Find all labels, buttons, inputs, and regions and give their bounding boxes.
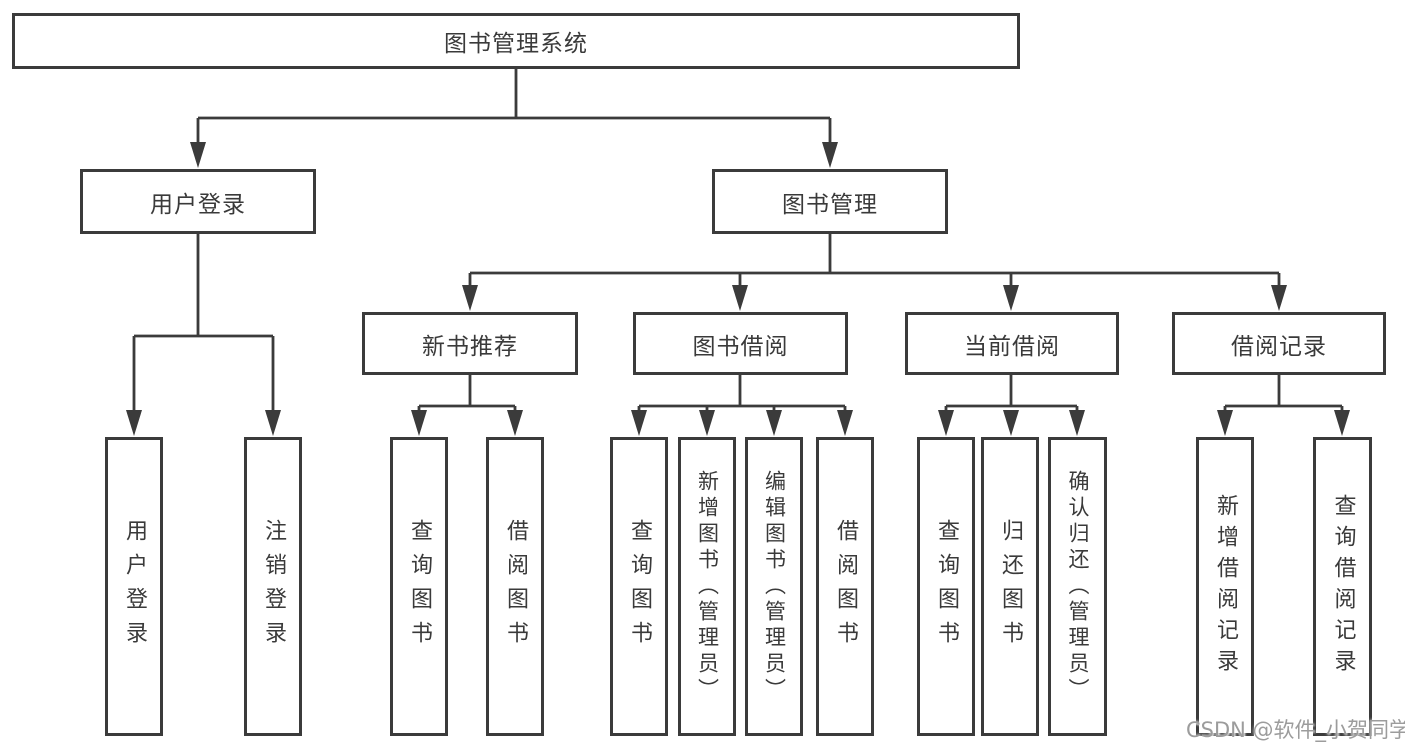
leaf-borrow-book-2: 借阅图书	[816, 437, 874, 736]
leaf-query-borrow-record: 查询借阅记录	[1313, 437, 1372, 736]
node-current-borrow-label: 当前借阅	[964, 333, 1060, 360]
connector-book-mgmt-children	[462, 234, 1287, 311]
connector-root-to-level2	[190, 69, 838, 168]
leaf-query-book-3-label: 查询图书	[934, 518, 959, 655]
connector-user-login-children	[126, 234, 281, 436]
leaf-logout: 注销登录	[244, 437, 302, 736]
leaf-confirm-return-admin: 确认归还（管理员）	[1048, 437, 1107, 736]
node-root-system: 图书管理系统	[12, 13, 1020, 69]
leaf-user-login-label: 用户登录	[122, 518, 147, 655]
leaf-query-book-1-label: 查询图书	[407, 518, 432, 655]
leaf-query-borrow-record-label: 查询借阅记录	[1330, 493, 1356, 680]
connector-book-borrow-children	[631, 375, 853, 436]
leaf-return-book: 归还图书	[981, 437, 1039, 736]
node-new-book-rec: 新书推荐	[362, 312, 578, 375]
node-book-borrow-label: 图书借阅	[692, 333, 789, 360]
node-book-borrow: 图书借阅	[633, 312, 848, 375]
csdn-watermark: CSDN @软件_小贺同学	[1186, 718, 1405, 742]
node-user-login-label: 用户登录	[150, 191, 246, 218]
leaf-add-borrow-record: 新增借阅记录	[1196, 437, 1254, 736]
leaf-add-book-admin-label: 新增图书（管理员）	[695, 469, 720, 704]
node-root-label: 图书管理系统	[444, 31, 588, 57]
leaf-add-book-admin: 新增图书（管理员）	[678, 437, 736, 736]
node-book-mgmt: 图书管理	[712, 169, 948, 234]
leaf-edit-book-admin: 编辑图书（管理员）	[745, 437, 803, 736]
node-borrow-record: 借阅记录	[1172, 312, 1386, 375]
leaf-user-login: 用户登录	[105, 437, 163, 736]
connector-new-book-rec-children	[411, 375, 523, 436]
leaf-query-book-2: 查询图书	[610, 437, 668, 736]
node-book-mgmt-label: 图书管理	[782, 191, 878, 218]
node-borrow-record-label: 借阅记录	[1231, 333, 1327, 360]
leaf-confirm-return-admin-label: 确认归还（管理员）	[1066, 469, 1090, 704]
connector-current-borrow-children	[938, 375, 1085, 436]
leaf-add-borrow-record-label: 新增借阅记录	[1213, 493, 1238, 680]
leaf-borrow-book-2-label: 借阅图书	[833, 518, 858, 655]
leaf-borrow-book-1-label: 借阅图书	[503, 518, 528, 655]
leaf-return-book-label: 归还图书	[998, 518, 1023, 655]
leaf-query-book-2-label: 查询图书	[627, 518, 652, 655]
node-new-book-rec-label: 新书推荐	[422, 333, 518, 360]
leaf-query-book-3: 查询图书	[917, 437, 975, 736]
node-user-login: 用户登录	[80, 169, 316, 234]
connector-borrow-record-children	[1217, 375, 1350, 436]
leaf-query-book-1: 查询图书	[390, 437, 448, 736]
leaf-edit-book-admin-label: 编辑图书（管理员）	[762, 469, 787, 704]
leaf-logout-label: 注销登录	[261, 518, 286, 655]
node-current-borrow: 当前借阅	[905, 312, 1119, 375]
leaf-borrow-book-1: 借阅图书	[486, 437, 544, 736]
